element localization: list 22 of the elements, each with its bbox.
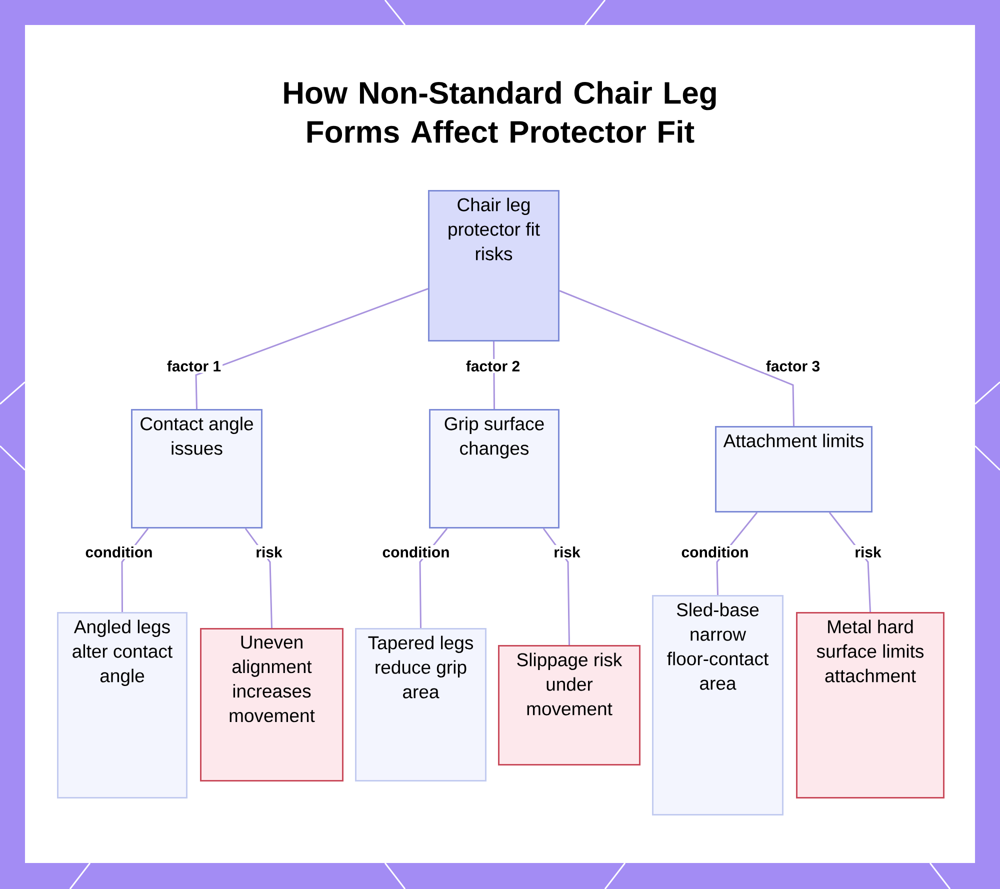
condition-box: Sled-base narrow floor-contact area bbox=[652, 595, 784, 816]
title: How Non-Standard Chair Leg Forms Affect Protector Fit bbox=[284, 81, 716, 143]
condition-box: Angled legs alter contact angle bbox=[57, 612, 188, 798]
risk-box: Metal hard surface limits attachment bbox=[796, 612, 944, 798]
edge-label: condition bbox=[680, 545, 750, 560]
edge-label: condition bbox=[84, 545, 154, 560]
edge-label: risk bbox=[254, 545, 284, 560]
risk-box: Slippage risk under movement bbox=[498, 645, 640, 766]
edge-label: factor 3 bbox=[764, 358, 822, 374]
risk-box: Uneven alignment increases movement bbox=[200, 628, 344, 782]
edge-label: condition bbox=[380, 545, 452, 560]
edge-label: factor 1 bbox=[165, 359, 223, 374]
edge-label: risk bbox=[853, 545, 883, 560]
condition-box: Tapered legs reduce grip area bbox=[355, 628, 486, 782]
connector bbox=[559, 290, 794, 426]
edge-label: risk bbox=[552, 545, 582, 560]
factor-box: Attachment limits bbox=[715, 426, 872, 512]
edge-label: factor 2 bbox=[464, 359, 522, 374]
factor-box: Contact angle issues bbox=[131, 409, 262, 528]
root-box: Chair leg protector fit risks bbox=[428, 190, 560, 342]
factor-box: Grip surface changes bbox=[429, 409, 560, 528]
connector bbox=[195, 288, 428, 410]
